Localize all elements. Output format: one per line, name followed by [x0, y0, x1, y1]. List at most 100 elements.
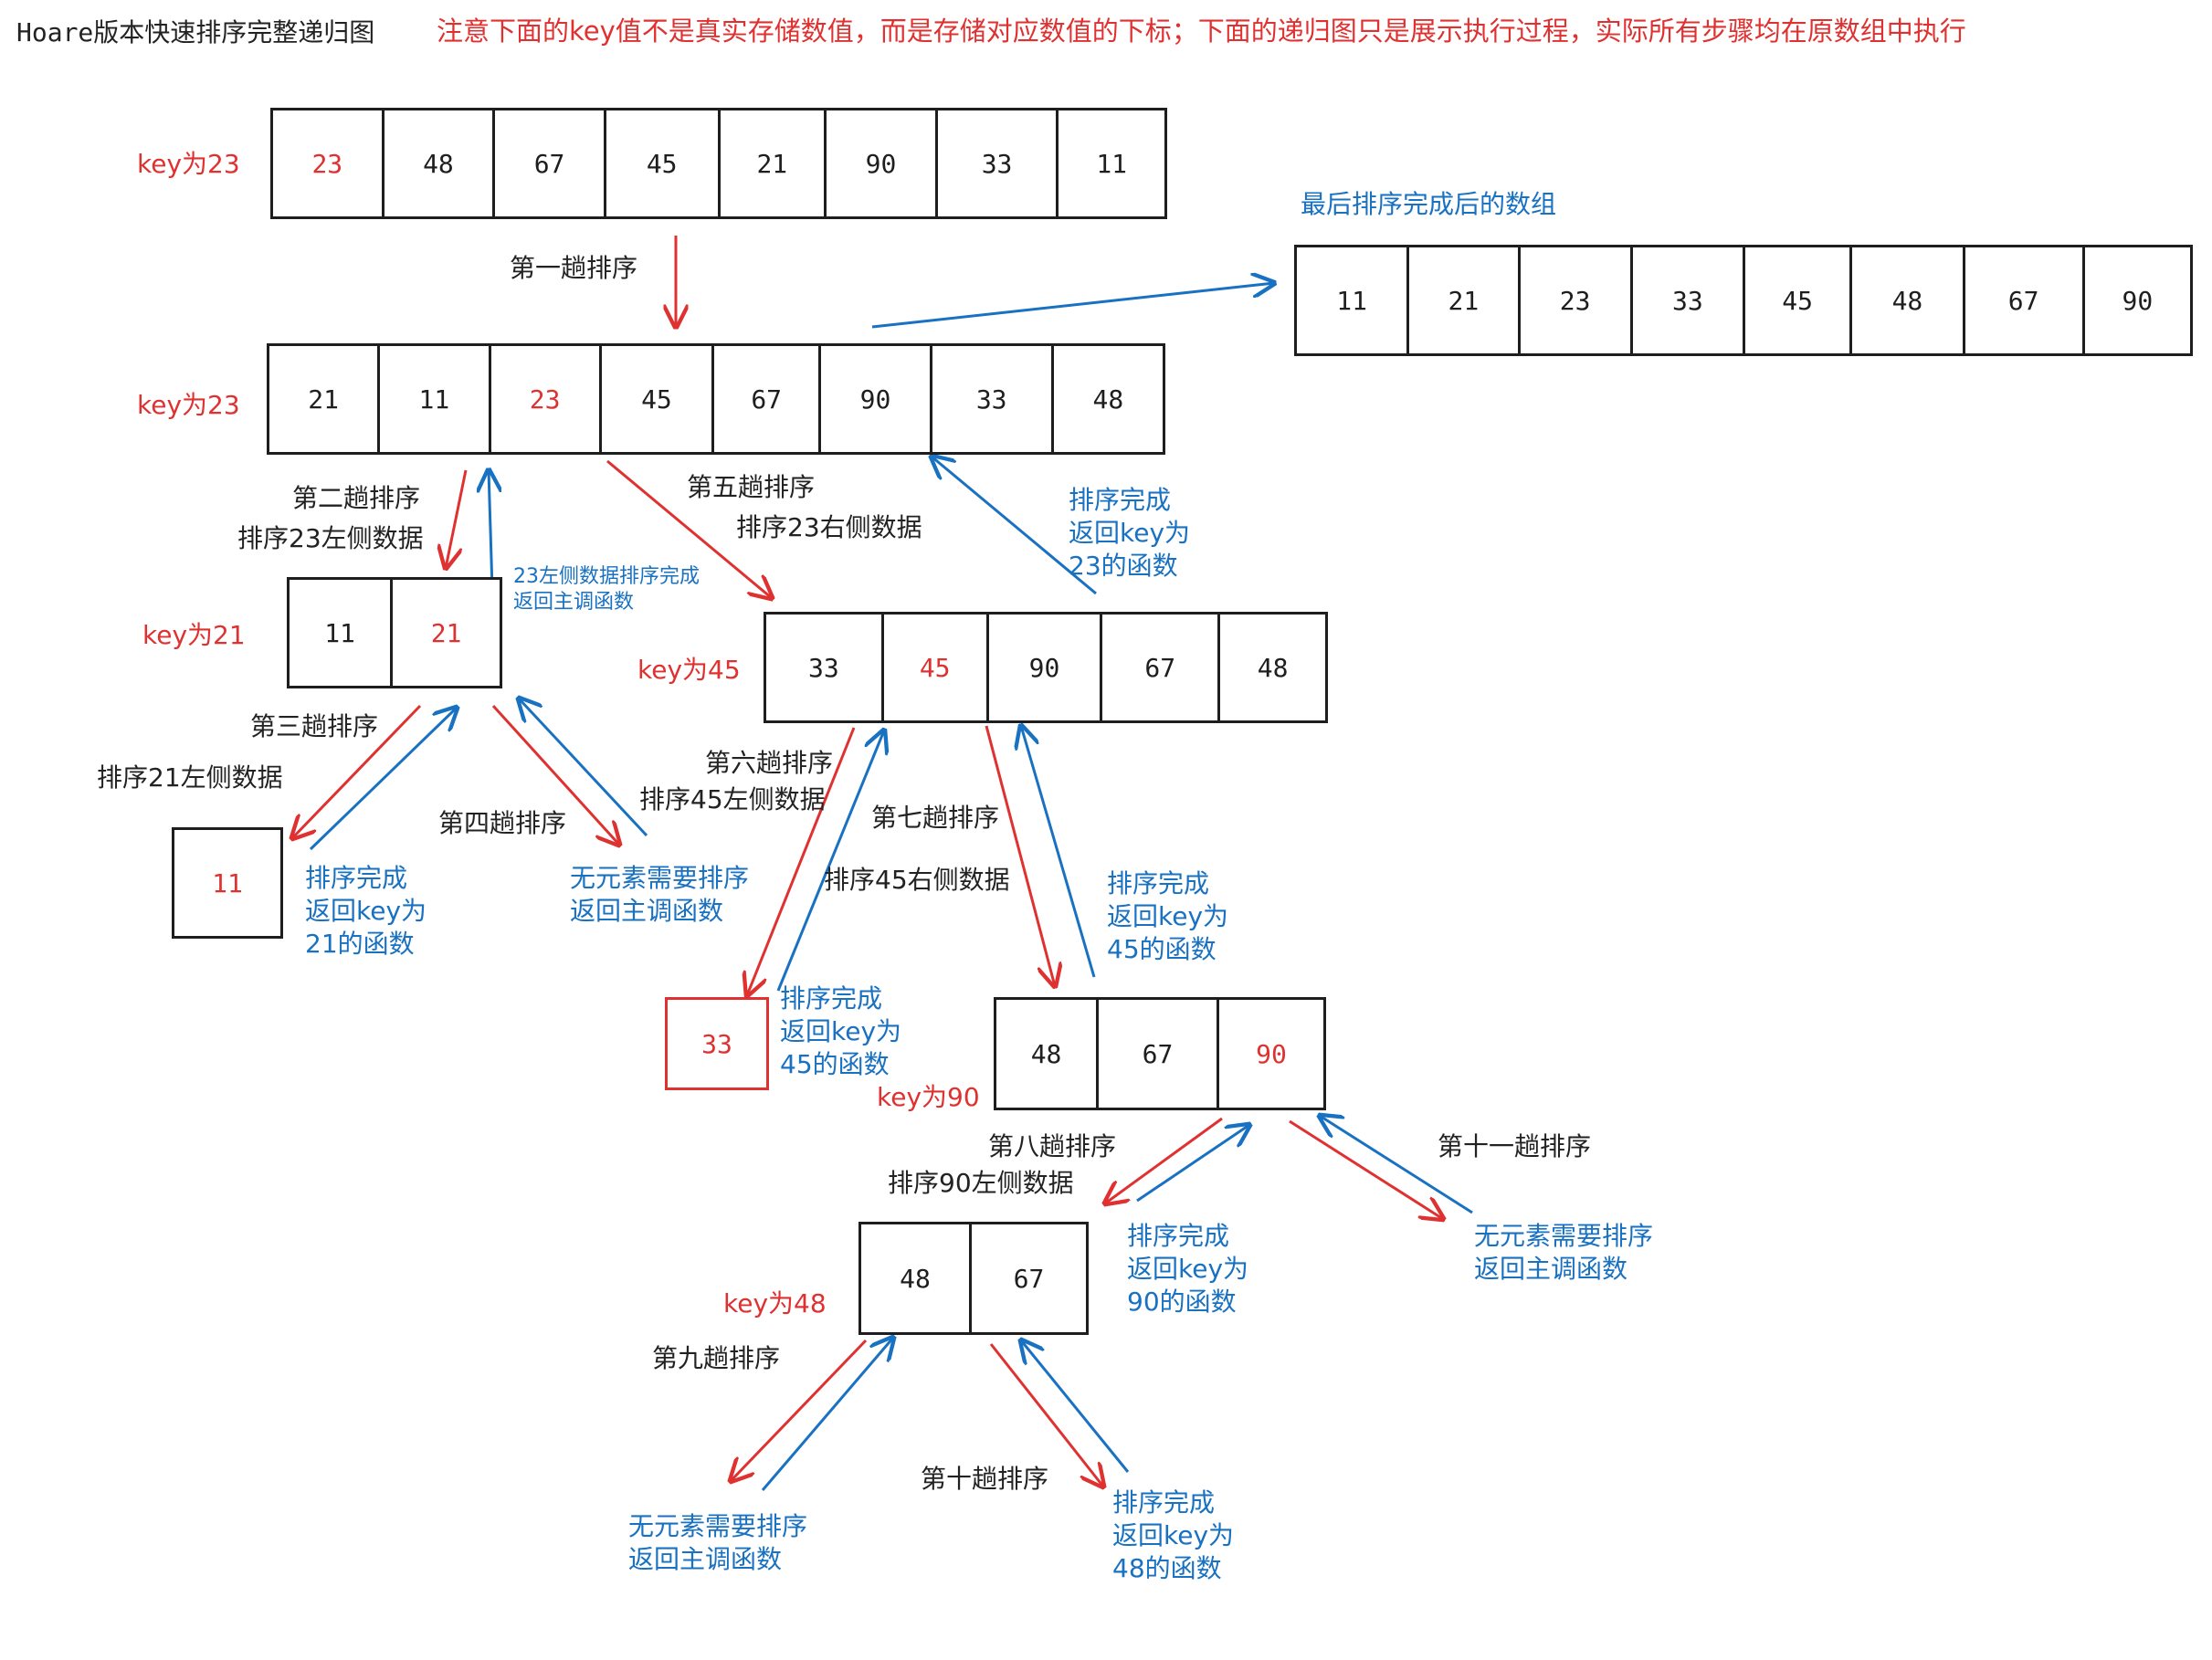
return-33-line1: 排序完成 — [780, 983, 883, 1014]
return-empty11-line1: 无元素需要排序 — [1474, 1221, 1654, 1251]
label-pass9: 第九趟排序 — [652, 1343, 781, 1373]
return-empty4-line2: 返回主调函数 — [570, 896, 724, 926]
cell: 33 — [938, 110, 1059, 216]
return-empty9-line1: 无元素需要排序 — [628, 1511, 808, 1541]
key-label-a2: key为21 — [142, 620, 246, 650]
cell: 33 — [932, 346, 1054, 452]
label-pass6-desc: 排序45左侧数据 — [639, 784, 826, 814]
return-to21-line1: 排序完成 — [305, 863, 408, 893]
cell: 45 — [606, 110, 721, 216]
cell: 45 — [602, 346, 715, 452]
return-to23-line3: 23的函数 — [1069, 551, 1178, 581]
return-to90-line2: 返回key为 — [1127, 1254, 1249, 1284]
arrow-return-empty11 — [1320, 1116, 1473, 1214]
label-pass8-title: 第八趟排序 — [988, 1131, 1117, 1161]
key-label-a1: key为23 — [137, 390, 240, 420]
cell: 67 — [495, 110, 606, 216]
return-33-line3: 45的函数 — [780, 1049, 890, 1079]
label-pass2-title: 第二趟排序 — [292, 483, 421, 513]
label-pass11: 第十一趟排序 — [1438, 1131, 1592, 1161]
cell: 48 — [861, 1224, 973, 1332]
label-pass5-title: 第五趟排序 — [687, 472, 816, 502]
return-empty11-line2: 返回主调函数 — [1474, 1254, 1628, 1284]
return-to23-line2: 返回key为 — [1069, 518, 1191, 548]
return-to21-line2: 返回key为 — [305, 896, 427, 926]
array-right-of-23: 33 45 90 67 48 — [764, 612, 1328, 723]
arrow-pass10 — [989, 1343, 1103, 1487]
cell: 48 — [1852, 247, 1965, 353]
key-label-a0: key为23 — [137, 149, 240, 179]
return-to45-line3: 45的函数 — [1107, 934, 1217, 964]
arrow-return-to23 — [932, 457, 1097, 595]
array-left-of-23: 11 21 — [287, 577, 502, 688]
cell: 21 — [1409, 247, 1521, 353]
cell: 48 — [996, 1000, 1100, 1108]
array-left-of-21: 11 — [172, 827, 283, 939]
return-to48-line1: 排序完成 — [1112, 1487, 1216, 1518]
arrow-pass11 — [1289, 1119, 1443, 1219]
final-caption: 最后排序完成后的数组 — [1301, 189, 1557, 219]
cell: 23 — [1521, 247, 1633, 353]
return-to48-line2: 返回key为 — [1112, 1520, 1235, 1550]
arrow-pass2 — [446, 469, 468, 568]
cell: 11 — [290, 580, 394, 686]
diagram-title: Hoare版本快速排序完整递归图 — [16, 17, 375, 47]
cell: 45 — [884, 615, 989, 720]
return-to21-line3: 21的函数 — [305, 929, 415, 959]
return-33-line2: 返回key为 — [780, 1016, 902, 1046]
label-pass7-desc: 排序45右侧数据 — [824, 865, 1010, 895]
cell: 23 — [491, 346, 602, 452]
key-label-a6: key为90 — [877, 1082, 980, 1112]
cell: 90 — [821, 346, 932, 452]
return-to48-line3: 48的函数 — [1112, 1553, 1222, 1583]
cell: 21 — [269, 346, 381, 452]
key-label-a3: key为45 — [637, 655, 741, 685]
arrow-pass3 — [292, 704, 422, 838]
arrow-return-to90 — [1136, 1125, 1249, 1203]
label-pass4: 第四趟排序 — [438, 808, 567, 838]
array-left-of-90: 48 67 — [858, 1222, 1089, 1335]
arrow-return-to48 — [1021, 1340, 1130, 1473]
return-to90-line1: 排序完成 — [1127, 1221, 1230, 1251]
diagram-note: 注意下面的key值不是真实存储数值，而是存储对应数值的下标；下面的递归图只是展示… — [437, 16, 1966, 47]
arrow-return-to45 — [1021, 726, 1096, 978]
cell: 67 — [1965, 247, 2085, 353]
array-pass1-result: 21 11 23 45 67 90 33 48 — [267, 343, 1165, 455]
arrow-pass7 — [985, 725, 1055, 986]
cell: 21 — [721, 110, 827, 216]
arrow-pass6 — [747, 727, 856, 995]
array-initial: 23 48 67 45 21 90 33 11 — [270, 108, 1167, 219]
cell: 21 — [430, 617, 462, 648]
cell: 90 — [827, 110, 938, 216]
return-empty9-line2: 返回主调函数 — [628, 1544, 783, 1574]
cell: 23 — [273, 110, 384, 216]
label-pass5-desc: 排序23右侧数据 — [736, 512, 922, 542]
cell: 90 — [989, 615, 1103, 720]
arrow-pass4 — [491, 704, 619, 845]
label-pass3-desc: 排序21左侧数据 — [97, 762, 283, 793]
key-label-a7: key为48 — [723, 1288, 827, 1319]
cell: 33 — [1633, 247, 1746, 353]
cell: 67 — [714, 346, 822, 452]
return-to90-line3: 90的函数 — [1127, 1287, 1237, 1317]
cell: 67 — [1099, 1000, 1219, 1108]
array-final: 11 21 23 33 45 48 67 90 — [1294, 245, 2193, 356]
cell: 11 — [212, 867, 243, 898]
cell: 45 — [1745, 247, 1853, 353]
arrow-pass5 — [606, 459, 772, 598]
cell: 11 — [1297, 247, 1410, 353]
cell: 11 — [1096, 148, 1128, 179]
label-pass3-title: 第三趟排序 — [250, 711, 379, 741]
cell: 48 — [384, 110, 496, 216]
label-pass10: 第十趟排序 — [921, 1464, 1049, 1494]
return-to45-line2: 返回key为 — [1107, 901, 1229, 931]
arrow-return-empty4 — [519, 699, 648, 837]
return-23-left-line1: 23左侧数据排序完成 — [513, 565, 700, 588]
return-to23-line1: 排序完成 — [1069, 485, 1172, 515]
cell: 67 — [1013, 1263, 1045, 1294]
array-left-of-45: 33 — [665, 997, 769, 1090]
cell: 11 — [380, 346, 491, 452]
cell: 67 — [1102, 615, 1221, 720]
